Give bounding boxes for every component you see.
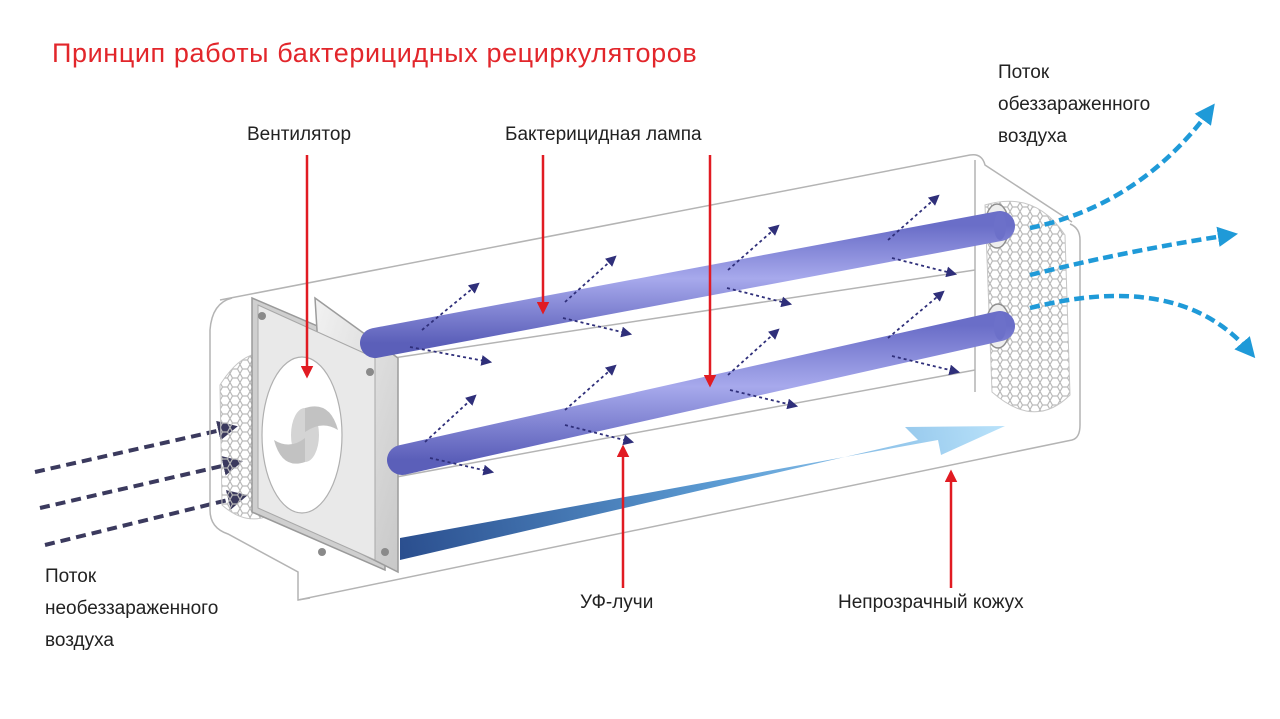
- callout-pointers: [300, 155, 958, 588]
- inflow-label-line: необеззараженного: [45, 598, 219, 619]
- uv-ray: [564, 255, 617, 303]
- inflow-label-line: воздуха: [45, 630, 114, 651]
- outflow-arrows: [1029, 103, 1256, 359]
- uv-ray: [424, 394, 477, 443]
- uv-ray: [891, 257, 958, 278]
- inflow-arrow: [39, 455, 243, 510]
- outflow-label-line: воздуха: [998, 126, 1067, 147]
- internal-flow-arrow: [400, 426, 1005, 560]
- inflow-arrow: [34, 420, 238, 474]
- outflow-label-line: Поток: [998, 62, 1050, 83]
- uv-ray: [726, 287, 793, 308]
- outflow-label: Поток обеззараженного воздуха: [998, 57, 1150, 153]
- bactericidal-lamp-lower: [387, 311, 1015, 475]
- inflow-label: Поток необеззараженного воздуха: [45, 561, 218, 657]
- outflow-label-line: обеззараженного: [998, 94, 1151, 115]
- bactericidal-lamp-upper: [360, 211, 1015, 358]
- uv-ray: [727, 328, 780, 376]
- fan-label: Вентилятор: [247, 124, 352, 145]
- case-label: Непрозрачный кожух: [838, 592, 1024, 613]
- uv-ray: [891, 355, 961, 376]
- inflow-arrow: [44, 490, 248, 547]
- uv-label: УФ-лучи: [580, 592, 654, 613]
- outlet-grille: [984, 200, 1071, 413]
- outflow-arrow: [1029, 293, 1256, 359]
- page-title: Принцип работы бактерицидных рециркулято…: [52, 38, 698, 68]
- uv-rays: [409, 194, 961, 476]
- uv-ray: [421, 282, 480, 331]
- uv-ray: [729, 389, 799, 410]
- uv-ray: [429, 457, 495, 476]
- fan: [251, 296, 399, 574]
- inflow-label-line: Поток: [45, 566, 97, 587]
- uv-ray: [564, 364, 617, 411]
- uv-ray: [409, 346, 493, 366]
- inflow-arrows: [34, 420, 248, 547]
- uv-ray: [887, 194, 940, 241]
- lamp-label: Бактерицидная лампа: [505, 124, 702, 145]
- uv-ray: [727, 224, 780, 271]
- outflow-arrow: [1029, 103, 1215, 231]
